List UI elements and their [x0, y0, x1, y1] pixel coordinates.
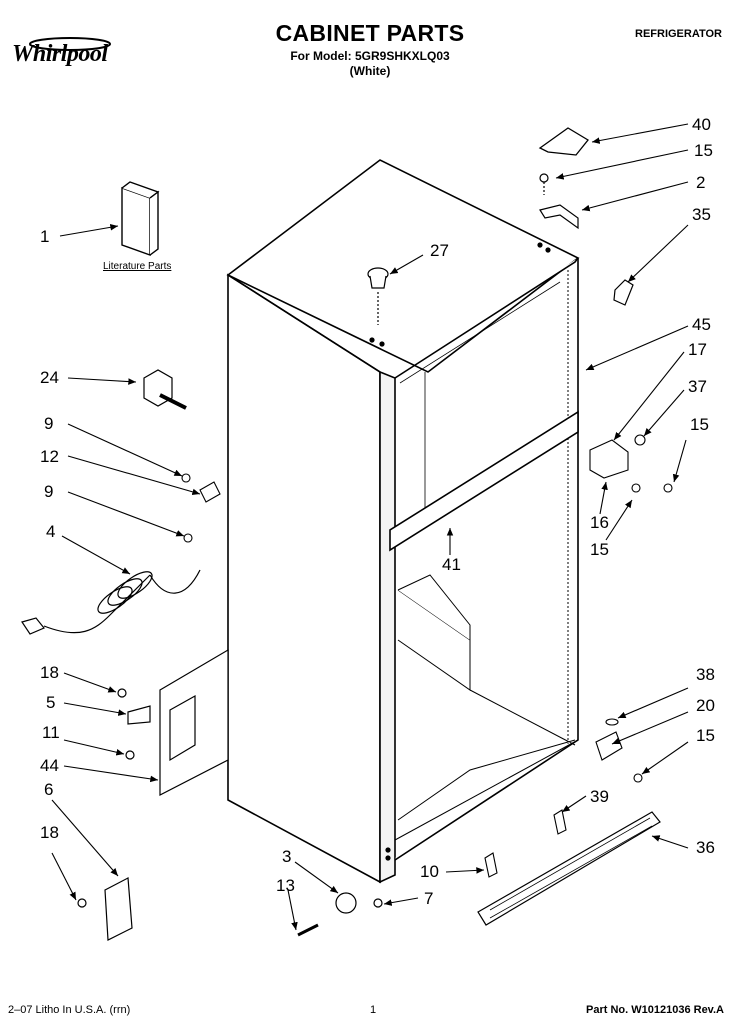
part-36-grille: [477, 811, 661, 926]
callout-44: 44: [40, 756, 59, 775]
litho-note: 2–07 Litho In U.S.A. (rrn): [8, 1004, 131, 1016]
hinge-20-38: [595, 718, 643, 783]
callout-17: 17: [688, 340, 707, 359]
page-title: CABINET PARTS: [275, 20, 465, 46]
part-number: Part No. W10121036 Rev.A: [586, 1004, 724, 1016]
callout-15: 15: [694, 141, 713, 160]
callout-24: 24: [40, 368, 59, 387]
part-24-leveler: [143, 369, 187, 410]
callout-39: 39: [590, 787, 609, 806]
callout-9: 9: [44, 482, 54, 501]
part-27-plug: [367, 267, 389, 325]
callout-2: 2: [696, 173, 706, 192]
hinge-17-16: [589, 434, 673, 493]
part-6-cover: [77, 877, 133, 941]
part-35-hinge-cover: [613, 279, 634, 306]
page-number: 1: [370, 1004, 377, 1016]
callout-15: 15: [690, 415, 709, 434]
whirlpool-logo: Whirlpool: [8, 34, 156, 74]
brand-name: Whirlpool: [12, 41, 108, 67]
callout-11: 11: [42, 723, 60, 742]
part-4-power-cord: [21, 569, 201, 635]
literature-booklet: [121, 181, 160, 256]
part-40-top-cap: [538, 127, 589, 156]
callout-1: 1: [40, 227, 50, 246]
callout-16: 16: [590, 513, 609, 532]
callout-40: 40: [692, 115, 711, 134]
callout-9: 9: [44, 414, 54, 433]
appliance-category: REFRIGERATOR: [635, 28, 722, 40]
callout-6: 6: [44, 780, 54, 799]
roller-3-13-7: [297, 892, 383, 937]
callout-36: 36: [696, 838, 715, 857]
leader-lines: [51, 123, 689, 931]
color-line: (White): [349, 64, 391, 78]
callout-12: 12: [40, 447, 59, 466]
callout-7: 7: [424, 889, 434, 908]
callout-37: 37: [688, 377, 707, 396]
callout-45: 45: [692, 315, 711, 334]
callout-20: 20: [696, 696, 715, 715]
callout-18: 18: [40, 663, 59, 682]
callout-41: 41: [442, 555, 461, 574]
logo-swoosh-icon: [29, 37, 111, 51]
model-line: For Model: 5GR9SHKXLQ03: [290, 49, 450, 63]
callout-18: 18: [40, 823, 59, 842]
screws-9-12: [181, 473, 221, 543]
callout-27: 27: [430, 241, 449, 260]
part-44-back-panel: [117, 648, 229, 796]
clips-39-10: [484, 809, 567, 878]
callout-15: 15: [590, 540, 609, 559]
callout-13: 13: [276, 876, 295, 895]
cabinet-shell: [226, 159, 580, 884]
callout-4: 4: [46, 522, 56, 541]
callout-15: 15: [696, 726, 715, 745]
callout-35: 35: [692, 205, 711, 224]
callout-38: 38: [696, 665, 715, 684]
literature-parts-label: Literature Parts: [103, 261, 172, 272]
callout-5: 5: [46, 693, 56, 712]
callout-3: 3: [282, 847, 292, 866]
callout-10: 10: [420, 862, 439, 881]
part-2-hinge: [539, 173, 579, 230]
